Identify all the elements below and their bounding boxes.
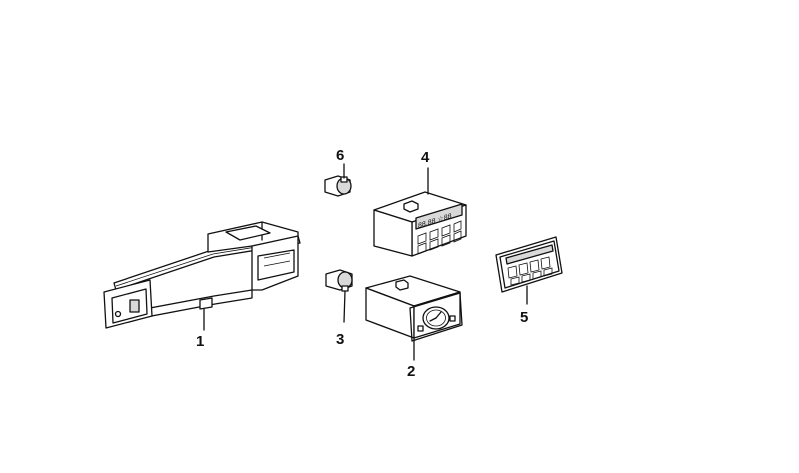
part-3-bulb-socket [325, 269, 353, 323]
callout-4: 4 [421, 149, 430, 166]
part-4-display-module: 88.88 ☆88 [373, 167, 467, 257]
callout-5: 5 [520, 309, 528, 326]
part-1-mounting-bracket [103, 221, 301, 331]
part-5-faceplate [495, 236, 563, 305]
callout-2: 2 [407, 363, 415, 380]
part-6-bulb-socket [324, 163, 352, 197]
part-2-analog-clock [365, 275, 463, 361]
callout-1: 1 [196, 333, 204, 350]
callout-6: 6 [336, 147, 344, 164]
callout-3: 3 [336, 331, 344, 348]
